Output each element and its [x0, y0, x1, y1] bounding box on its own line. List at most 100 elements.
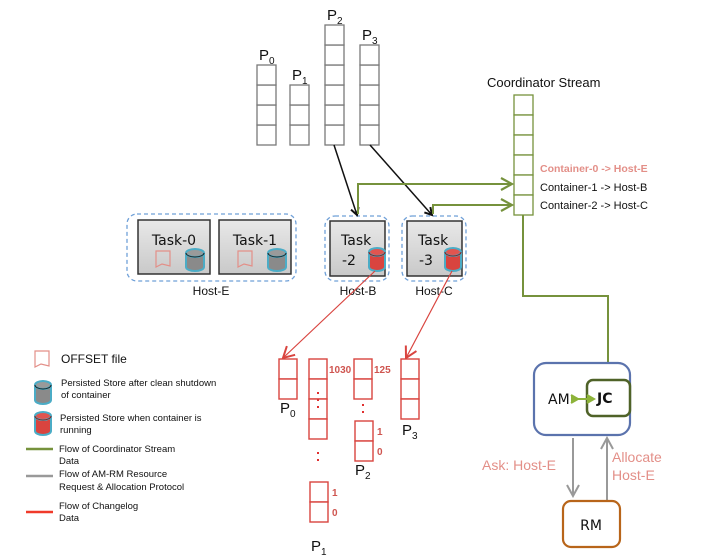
am-label: AM — [548, 392, 570, 408]
host-b: Task -2 Host-B — [324, 215, 390, 298]
changelog-cell — [308, 418, 328, 440]
partition-label: P1 — [292, 67, 308, 87]
coordinator-cell — [513, 154, 534, 176]
legend-label: Flow of Coordinator Stream — [59, 444, 175, 455]
task-2: Task -2 — [329, 220, 386, 277]
rm-box — [561, 499, 622, 549]
changelog-cell — [400, 398, 420, 420]
coordinator-flow-task3 — [432, 205, 512, 214]
ask-label: Ask: Host-E — [482, 457, 556, 473]
legend-label: OFFSET file — [61, 352, 127, 366]
changelog-cell — [308, 398, 328, 420]
ellipsis-dot — [362, 411, 364, 413]
ellipsis-dot — [317, 406, 319, 408]
task-2-label-line2: -2 — [342, 253, 356, 269]
coordinator-message-1: Container-1 -> Host-B — [540, 182, 647, 194]
input-arrow-p2-task2 — [333, 144, 357, 215]
changelog-offset: 1 — [332, 488, 338, 499]
changelog-cell — [308, 378, 328, 400]
changelog-offset: 0 — [332, 508, 338, 519]
partition-cell — [359, 84, 380, 106]
store-stopped-icon — [267, 248, 287, 272]
host-e-boundary — [126, 213, 297, 282]
task-2-label-line1: Task — [340, 233, 372, 249]
partition-label: P3 — [362, 27, 378, 47]
offset-file-icon — [34, 350, 50, 368]
store-stopped-icon — [34, 380, 52, 405]
changelog-cell — [354, 440, 374, 462]
legend-label: running — [60, 425, 92, 436]
changelog-partition-label: P3 — [402, 422, 418, 442]
legend-label: Flow of Changelog — [59, 501, 138, 512]
offset-file-icon — [237, 250, 253, 268]
task-0: Task-0 — [137, 219, 211, 275]
changelog-partition-label: P2 — [355, 462, 371, 482]
changelog-cell — [308, 358, 328, 380]
changelog-top-offset: 125 — [374, 365, 391, 376]
changelog-cell — [400, 378, 420, 400]
legend-label: Flow of AM-RM Resource — [59, 469, 167, 480]
partition-cell — [289, 124, 310, 146]
coordinator-stream — [513, 94, 534, 216]
legend-label: of container — [61, 390, 111, 401]
changelog-cell — [309, 501, 329, 523]
changelog-partition-3: P3 — [400, 358, 420, 442]
partition-cell — [359, 64, 380, 86]
changelog-offset: 1 — [377, 427, 383, 438]
input-partition-1: P1 — [289, 67, 310, 146]
coordinator-stream-title: Coordinator Stream — [487, 75, 600, 90]
ellipsis-dot — [317, 399, 319, 401]
store-running-icon — [368, 247, 386, 272]
rm-label: RM — [580, 518, 602, 534]
legend-label: Persisted Store after clean shutdown — [61, 378, 216, 389]
changelog-top-offset: 1030 — [329, 365, 352, 376]
coordinator-cell — [513, 194, 534, 216]
partition-cell — [256, 124, 277, 146]
partition-label: P2 — [327, 7, 343, 27]
coordinator-message-0: Container-0 -> Host-E — [540, 163, 648, 175]
coordinator-cell — [513, 134, 534, 156]
partition-label: P0 — [259, 47, 275, 67]
changelog-partition-0: P0 — [278, 358, 298, 420]
task-0-label: Task-0 — [151, 233, 196, 249]
legend-label: Data — [59, 456, 80, 467]
ellipsis-dot — [317, 392, 319, 394]
task-3-label-line1: Task — [417, 233, 449, 249]
legend-label: Data — [59, 513, 80, 524]
host-c: Task -3 Host-C — [401, 215, 467, 298]
application-master: AM JC — [532, 361, 632, 437]
partition-cell — [324, 64, 345, 86]
input-partition-0: P0 — [256, 47, 277, 146]
partition-cell — [324, 44, 345, 66]
ellipsis-dot — [317, 452, 319, 454]
input-partition-2: P2 — [324, 7, 345, 146]
task-3-label-line2: -3 — [419, 253, 433, 269]
changelog-offset: 0 — [377, 447, 383, 458]
partition-cell — [256, 84, 277, 106]
store-running-icon — [444, 247, 462, 272]
changelog-cell — [278, 358, 298, 380]
ellipsis-dot — [317, 459, 319, 461]
partition-cell — [324, 104, 345, 126]
task-1: Task-1 — [218, 219, 292, 275]
host-e-label: Host-E — [193, 284, 230, 298]
partition-cell — [359, 44, 380, 66]
partition-cell — [256, 104, 277, 126]
input-arrow-p3-task3 — [369, 144, 432, 215]
store-running-icon — [34, 411, 52, 436]
coordinator-message-2: Container-2 -> Host-C — [540, 200, 648, 212]
allocate-label-line1: Allocate — [612, 449, 662, 465]
changelog-cell — [354, 420, 374, 442]
partition-cell — [324, 24, 345, 46]
host-c-boundary — [401, 215, 467, 282]
resource-manager: RM — [561, 499, 622, 549]
partition-cell — [359, 124, 380, 146]
host-e: Task-0 Task-1 Host-E — [126, 213, 297, 298]
partition-cell — [324, 84, 345, 106]
host-c-label: Host-C — [415, 284, 453, 298]
legend-label: Request & Allocation Protocol — [59, 482, 184, 493]
coordinator-cell — [513, 94, 534, 116]
host-b-label: Host-B — [340, 284, 377, 298]
changelog-cell — [353, 358, 373, 380]
